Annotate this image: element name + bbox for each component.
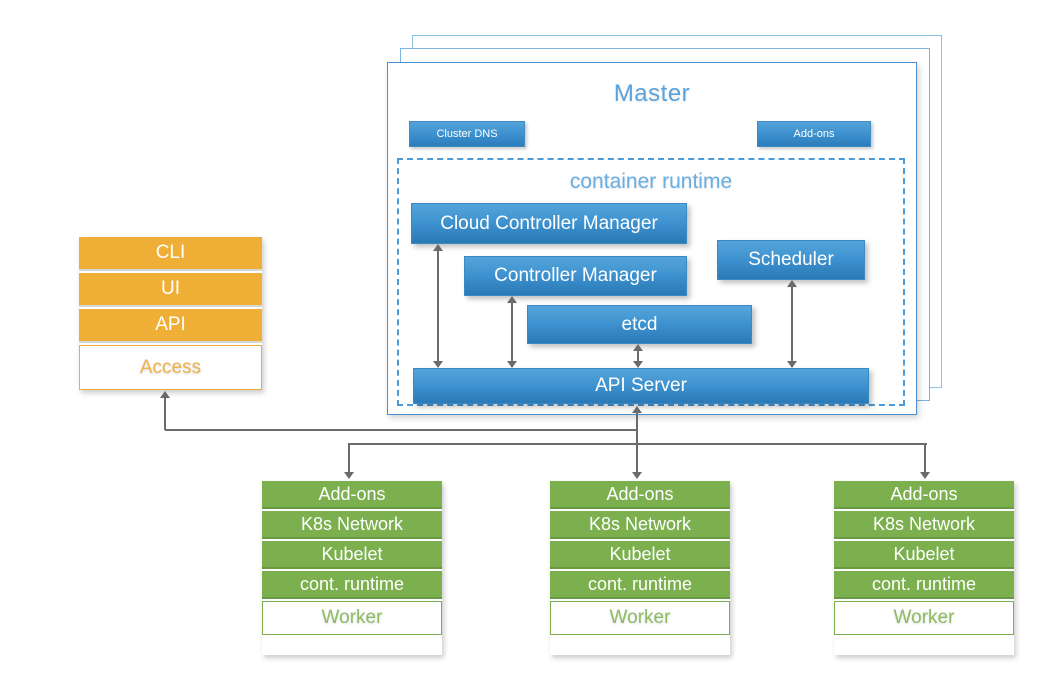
worker-node-3: Add-ons K8s Network Kubelet cont. runtim…	[834, 481, 1014, 655]
access-footer: Access	[79, 345, 262, 390]
access-layer-api[interactable]: API	[79, 309, 262, 343]
connector-ccm-apiserver	[437, 251, 439, 361]
worker-1-layer-cont-runtime[interactable]: cont. runtime	[262, 571, 442, 599]
chip-add-ons[interactable]: Add-ons	[757, 121, 871, 147]
connector-cm-apiserver	[511, 303, 513, 361]
worker-2-layer-kubelet[interactable]: Kubelet	[550, 541, 730, 569]
arrowhead-cm-up-icon	[507, 296, 517, 303]
worker-1-layer-k8s-network-label: K8s Network	[300, 513, 404, 534]
arrowhead-worker-3-down-icon	[920, 472, 930, 479]
arrowhead-scheduler-down-icon	[787, 361, 797, 368]
worker-1-layer-add-ons-label: Add-ons	[318, 483, 386, 504]
worker-1-layer-kubelet-label: Kubelet	[321, 543, 383, 564]
worker-1-layer-k8s-network[interactable]: K8s Network	[262, 511, 442, 539]
worker-3-footer: Worker	[834, 601, 1014, 635]
worker-1-layer-kubelet[interactable]: Kubelet	[262, 541, 442, 569]
box-api-server[interactable]: API Server	[413, 368, 869, 404]
worker-node-2: Add-ons K8s Network Kubelet cont. runtim…	[550, 481, 730, 655]
connector-bus-workers	[349, 443, 927, 445]
worker-2-layer-cont-runtime-label: cont. runtime	[587, 573, 693, 594]
arrowhead-worker-2-down-icon	[632, 472, 642, 479]
arrowhead-scheduler-up-icon	[787, 280, 797, 287]
worker-3-layer-cont-runtime[interactable]: cont. runtime	[834, 571, 1014, 599]
master-title: Master	[613, 80, 691, 107]
worker-1-layer-cont-runtime-label: cont. runtime	[299, 573, 405, 594]
box-scheduler-label: Scheduler	[748, 249, 834, 270]
worker-2-layer-k8s-network-label: K8s Network	[588, 513, 692, 534]
worker-2-footer-label: Worker	[609, 607, 671, 628]
box-controller-manager[interactable]: Controller Manager	[464, 256, 687, 296]
worker-1-footer-label: Worker	[321, 607, 383, 628]
worker-2-layer-add-ons-label: Add-ons	[606, 483, 674, 504]
connector-drop-worker-3	[924, 443, 926, 473]
connector-drop-worker-1	[348, 443, 350, 473]
arrowhead-cm-down-icon	[507, 361, 517, 368]
worker-3-layer-cont-runtime-label: cont. runtime	[871, 573, 977, 594]
worker-3-layer-kubelet[interactable]: Kubelet	[834, 541, 1014, 569]
box-etcd[interactable]: etcd	[527, 305, 752, 344]
connector-drop-worker-2	[636, 443, 638, 473]
connector-bus-access	[165, 429, 638, 431]
worker-2-layer-cont-runtime[interactable]: cont. runtime	[550, 571, 730, 599]
arrowhead-access-up-icon	[160, 391, 170, 398]
worker-3-layer-kubelet-label: Kubelet	[893, 543, 955, 564]
arrowhead-etcd-up-icon	[633, 344, 643, 351]
worker-2-layer-kubelet-label: Kubelet	[609, 543, 671, 564]
arrowhead-ccm-down-icon	[433, 361, 443, 368]
chip-cluster-dns-label: Cluster DNS	[436, 128, 498, 140]
access-footer-label: Access	[139, 356, 202, 378]
access-layer-ui[interactable]: UI	[79, 273, 262, 307]
box-cloud-controller-manager-label: Cloud Controller Manager	[440, 212, 658, 234]
arrowhead-ccm-up-icon	[433, 244, 443, 251]
container-runtime-region	[397, 158, 905, 406]
worker-1-footer: Worker	[262, 601, 442, 635]
access-stack: CLI UI API Access	[79, 237, 262, 390]
connector-etcd-apiserver	[637, 351, 639, 361]
worker-3-layer-add-ons[interactable]: Add-ons	[834, 481, 1014, 509]
arrowhead-apiserver-up-icon	[632, 406, 642, 413]
box-scheduler[interactable]: Scheduler	[717, 240, 865, 280]
worker-3-layer-k8s-network-label: K8s Network	[872, 513, 976, 534]
arrowhead-etcd-down-icon	[633, 361, 643, 368]
box-controller-manager-label: Controller Manager	[494, 265, 657, 286]
access-layer-api-label: API	[155, 314, 186, 335]
box-etcd-label: etcd	[621, 313, 658, 335]
access-layer-cli[interactable]: CLI	[79, 237, 262, 271]
access-layer-ui-label: UI	[161, 278, 180, 299]
worker-2-footer: Worker	[550, 601, 730, 635]
access-layer-cli-label: CLI	[155, 242, 186, 263]
chip-cluster-dns[interactable]: Cluster DNS	[409, 121, 525, 147]
worker-2-layer-add-ons[interactable]: Add-ons	[550, 481, 730, 509]
container-runtime-title: container runtime	[569, 170, 733, 193]
box-api-server-label: API Server	[595, 375, 687, 396]
worker-3-footer-label: Worker	[893, 607, 955, 628]
worker-1-layer-add-ons[interactable]: Add-ons	[262, 481, 442, 509]
chip-add-ons-label: Add-ons	[793, 128, 835, 140]
box-cloud-controller-manager[interactable]: Cloud Controller Manager	[411, 203, 687, 244]
connector-riser-access	[164, 398, 166, 430]
worker-node-1: Add-ons K8s Network Kubelet cont. runtim…	[262, 481, 442, 655]
worker-3-layer-k8s-network[interactable]: K8s Network	[834, 511, 1014, 539]
connector-scheduler-apiserver	[791, 287, 793, 361]
worker-2-layer-k8s-network[interactable]: K8s Network	[550, 511, 730, 539]
arrowhead-worker-1-down-icon	[344, 472, 354, 479]
worker-3-layer-add-ons-label: Add-ons	[890, 483, 958, 504]
